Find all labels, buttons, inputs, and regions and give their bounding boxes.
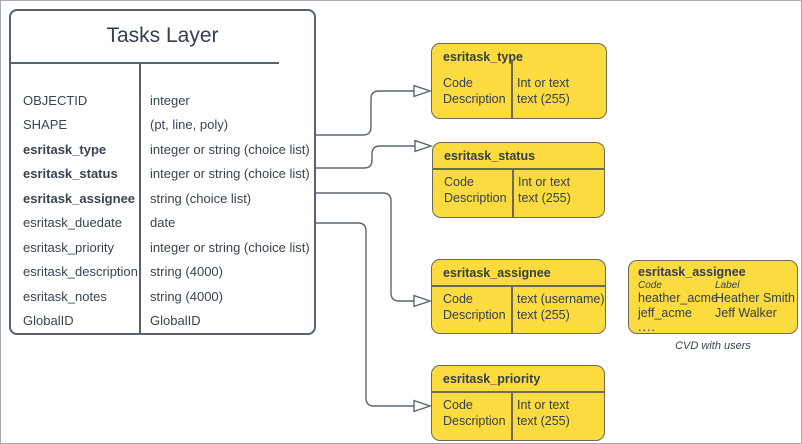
code-label: Code xyxy=(443,76,473,90)
title-separator xyxy=(432,285,605,287)
field-type: string (4000) xyxy=(150,264,223,280)
code-label: Code xyxy=(443,398,473,412)
connector-esritask-priority xyxy=(316,222,414,407)
arrowhead-icon xyxy=(413,399,433,413)
connector-esritask-assignee xyxy=(316,192,414,302)
field-name: esritask_status xyxy=(23,166,118,182)
field-list: OBJECTID integer SHAPE (pt, line, poly) … xyxy=(11,88,314,333)
field-row: esritask_priority integer or string (cho… xyxy=(11,235,314,260)
code-type: Int or text xyxy=(517,398,570,412)
tasks-layer-title: Tasks Layer xyxy=(106,24,219,47)
field-name: esritask_notes xyxy=(23,288,107,304)
user-code: heather_acme xyxy=(638,291,718,305)
field-type: GlobalID xyxy=(150,313,201,329)
field-name: SHAPE xyxy=(23,117,68,133)
box-title: esritask_type xyxy=(443,50,523,64)
field-name: OBJECTID xyxy=(23,92,88,108)
choice-list-esritask-assignee: esritask_assignee Code Description text … xyxy=(431,259,606,334)
description-label: Description xyxy=(444,190,507,205)
description-label: Description xyxy=(443,307,506,322)
user-label: Jeff Walker xyxy=(715,306,777,320)
field-type: integer or string (choice list) xyxy=(150,141,310,157)
field-row: esritask_assignee string (choice list) xyxy=(11,186,314,211)
ellipsis: .... xyxy=(638,320,656,334)
choice-list-esritask-priority: esritask_priority Code Description Int o… xyxy=(431,365,605,441)
user-row: jeff_acme Jeff Walker xyxy=(638,306,797,321)
description-type: text (255) xyxy=(517,91,570,106)
description-type: text (255) xyxy=(517,413,570,428)
arrowhead-icon xyxy=(413,294,433,308)
field-name: esritask_duedate xyxy=(23,215,123,231)
code-type: text (username) xyxy=(517,292,605,306)
field-name: esritask_assignee xyxy=(23,190,136,206)
column-divider xyxy=(512,168,514,217)
code-header: Code xyxy=(638,280,662,291)
field-row: SHAPE (pt, line, poly) xyxy=(11,113,314,138)
field-row: esritask_notes string (4000) xyxy=(11,284,314,309)
code-type: Int or text xyxy=(518,175,571,189)
description-label: Description xyxy=(443,413,506,428)
user-code: jeff_acme xyxy=(638,306,692,320)
box-title: esritask_assignee xyxy=(638,265,746,279)
field-name: esritask_type xyxy=(23,141,107,157)
code-label: Code xyxy=(443,292,473,306)
tasks-layer-table: Tasks Layer OBJECTID integer SHAPE (pt, … xyxy=(9,9,316,335)
label-header: Label xyxy=(715,280,740,291)
arrowhead-icon xyxy=(414,139,434,153)
field-type: date xyxy=(150,215,176,231)
cvd-users-box: esritask_assignee Code Label heather_acm… xyxy=(628,260,798,334)
field-name: esritask_description xyxy=(23,264,138,280)
column-divider xyxy=(139,62,141,333)
field-row: esritask_type integer or string (choice … xyxy=(11,137,314,162)
field-row: GlobalID GlobalID xyxy=(11,309,314,334)
code-type: Int or text xyxy=(517,76,570,90)
field-name: esritask_priority xyxy=(23,239,115,255)
field-type: integer or string (choice list) xyxy=(150,239,310,255)
field-type: integer or string (choice list) xyxy=(150,166,310,182)
description-label: Description xyxy=(443,91,506,106)
field-row: OBJECTID integer xyxy=(11,88,314,113)
code-label: Code xyxy=(444,175,474,189)
field-row: esritask_status integer or string (choic… xyxy=(11,162,314,187)
box-title: esritask_assignee xyxy=(443,266,551,280)
box-title: esritask_status xyxy=(444,149,536,163)
field-row: esritask_description string (4000) xyxy=(11,260,314,285)
connector-esritask-status xyxy=(316,145,415,169)
field-type: string (choice list) xyxy=(150,190,252,206)
column-divider xyxy=(511,60,513,118)
title-separator xyxy=(432,391,604,393)
description-type: text (255) xyxy=(518,190,571,205)
title-separator xyxy=(433,168,604,170)
title-separator xyxy=(11,62,279,64)
column-divider xyxy=(511,391,513,440)
description-type: text (255) xyxy=(517,307,570,322)
box-title: esritask_priority xyxy=(443,372,541,386)
field-row: esritask_duedate date xyxy=(11,211,314,236)
field-name: GlobalID xyxy=(23,313,74,329)
field-type: string (4000) xyxy=(150,288,223,304)
user-row: heather_acme Heather Smith xyxy=(638,291,797,306)
field-type: integer xyxy=(150,92,190,108)
choice-list-esritask-status: esritask_status Code Description Int or … xyxy=(432,142,605,218)
column-divider xyxy=(511,285,513,333)
choice-list-esritask-type: esritask_type Code Description Int or te… xyxy=(431,43,607,119)
connector-esritask-type xyxy=(316,90,414,136)
arrowhead-icon xyxy=(413,84,433,98)
user-label: Heather Smith xyxy=(715,291,795,305)
field-type: (pt, line, poly) xyxy=(150,117,229,133)
cvd-caption: CVD with users xyxy=(675,340,751,352)
